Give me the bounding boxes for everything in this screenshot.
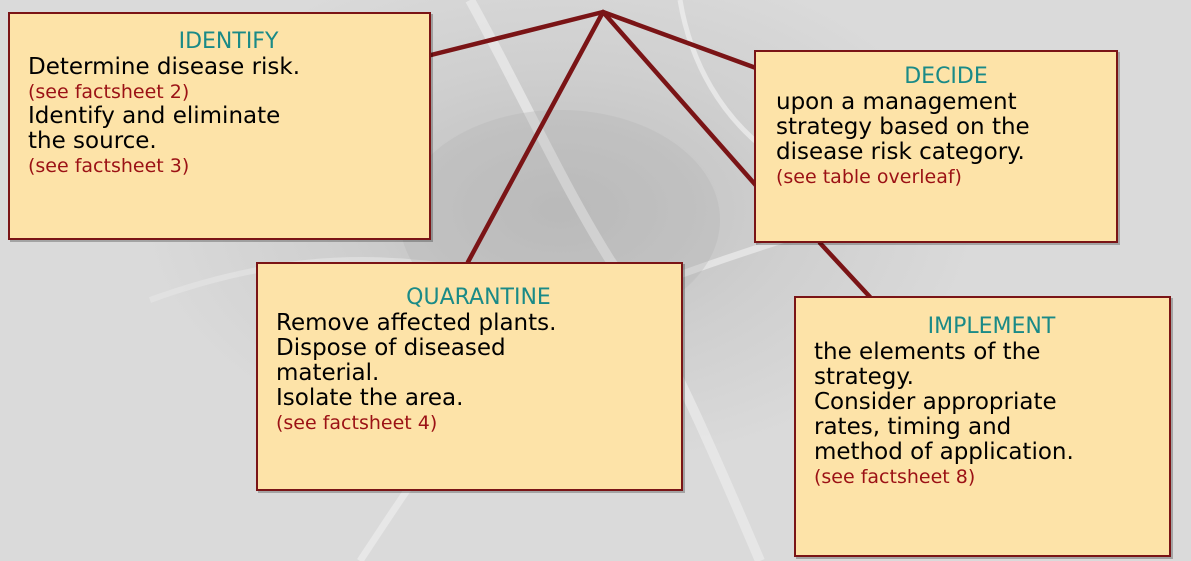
implement-reference: (see factsheet 8) <box>814 466 976 488</box>
quarantine-title: QUARANTINE <box>406 285 551 310</box>
identify-text-1: Determine disease risk. <box>28 54 301 80</box>
identify-reference-1: (see factsheet 2) <box>28 81 190 103</box>
implement-title: IMPLEMENT <box>927 314 1056 339</box>
quarantine-text: Remove affected plants. Dispose of disea… <box>276 310 557 411</box>
identify-title: IDENTIFY <box>178 29 279 54</box>
decide-box: DECIDE upon a management strategy based … <box>754 50 1118 243</box>
implement-text: the elements of the strategy. Consider a… <box>814 339 1074 465</box>
identify-reference-2: (see factsheet 3) <box>28 155 190 177</box>
identify-box: IDENTIFY Determine disease risk. (see fa… <box>8 12 431 240</box>
connector-decide-body <box>600 9 763 193</box>
decide-text: upon a management strategy based on the … <box>776 89 1030 165</box>
identify-text-2: Identify and eliminate the source. <box>28 103 281 154</box>
connector-quarantine <box>465 9 606 265</box>
quarantine-reference: (see factsheet 4) <box>276 412 438 434</box>
implement-box: IMPLEMENT the elements of the strategy. … <box>794 296 1171 557</box>
connector-implement <box>817 240 873 300</box>
decide-title: DECIDE <box>904 64 988 89</box>
quarantine-box: QUARANTINE Remove affected plants. Dispo… <box>256 262 683 491</box>
decide-reference: (see table overleaf) <box>776 166 962 188</box>
connector-decide-top <box>600 9 759 71</box>
connector-identify <box>428 9 606 58</box>
